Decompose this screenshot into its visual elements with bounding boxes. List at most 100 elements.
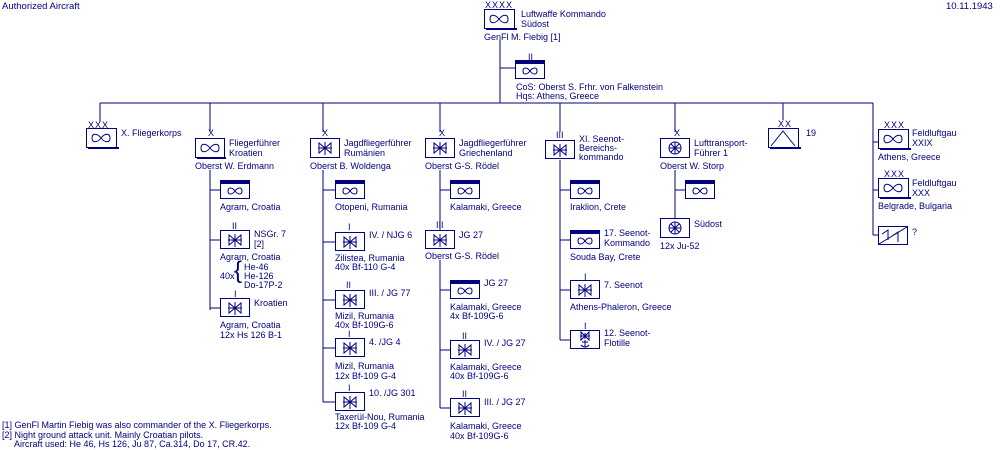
ffk-commander: Oberst W. Erdmann [195, 161, 275, 171]
ltf-commander: Oberst W. Storp [660, 161, 725, 171]
ffk-u2-size-mark: II [232, 221, 238, 231]
jfr-u2-aircraft: 40x Bf-110 G-4 [335, 262, 396, 272]
jfg-u3-aircraft: 4x Bf-109G-6 [450, 311, 504, 321]
jfr-u5-symbol [335, 392, 365, 411]
fg2-number: XXX [912, 188, 931, 198]
ffk-name: Fliegerführer [229, 138, 281, 148]
fg3-name: ? [912, 227, 918, 237]
seenot-u1-location: Iraklion, Crete [570, 202, 627, 212]
jfr-u4-aircraft: 12x Bf-109 G-4 [335, 371, 397, 381]
jfg-u3-location: Kalamaki, Greece [450, 302, 522, 312]
jfg-u1-symbol [450, 180, 480, 199]
jfg-u2-commander: Oberst G-S. Rödel [425, 251, 500, 261]
jfg-u2-size-mark: III [436, 220, 444, 230]
xfk-size-mark: XXX [88, 120, 110, 130]
ffk-u2-aircraft-2: He-126 [244, 271, 274, 281]
seenot-size-mark: III [556, 130, 564, 140]
ltf-unit-symbol [660, 138, 690, 158]
ffk-u2-brace: { [234, 257, 243, 284]
jfr-u3-aircraft: 40x Bf-109G-6 [335, 320, 394, 330]
footnote-1: [1] GenFl Martin Fiebig was also command… [2, 420, 272, 430]
jfr-name: Jagdfliegerführer [344, 138, 412, 148]
jfg-u3-name: JG 27 [484, 278, 509, 288]
jfr-u5-size-mark: I [348, 383, 351, 393]
jfg-u1-location: Kalamaki, Greece [450, 202, 522, 212]
fg2-size-mark: XXX [884, 169, 906, 179]
jfr-u2-size-mark: I [348, 222, 351, 232]
jfr-u4-size-mark: I [348, 329, 351, 339]
jfr-u3-size-mark: II [346, 280, 352, 290]
footnote-3: Aircraft used: He 46, Hs 126, Ju 87, Ca.… [14, 439, 251, 449]
ffk-u2-location: Agram, Croatia [220, 252, 281, 262]
jfr-u1-symbol [335, 180, 365, 199]
flak-size-mark: XX [778, 119, 793, 129]
jfg-u3-symbol [450, 280, 480, 299]
fg1-location: Athens, Greece [878, 152, 941, 162]
ffk-u3-symbol [220, 298, 250, 317]
jfr-size-mark: X [322, 128, 329, 138]
seenot-u4-name-2: Flotille [604, 338, 631, 348]
jfr-u2-name: IV. / NJG 6 [369, 230, 413, 240]
jfr-u2-symbol [335, 232, 365, 251]
jfr-u5-location: Taxerül-Nou, Rumania [335, 412, 425, 422]
jfg-u4-symbol [450, 340, 480, 359]
staff-hq: Hqs: Athens, Greece [516, 91, 600, 101]
jfg-size-mark: X [439, 128, 446, 138]
ffk-u3-name: Kroatien [254, 298, 288, 308]
seenot-name: XI. Seenot- [579, 134, 625, 144]
ffk-u1-location: Agram, Croatia [220, 202, 281, 212]
xfk-name: X. Fliegerkorps [121, 128, 182, 138]
jfg-u5-symbol [450, 398, 480, 417]
jfg-u5-location: Kalamaki, Greece [450, 421, 522, 431]
jfg-region: Griechenland [459, 148, 513, 158]
seenot-u3-symbol [570, 280, 600, 299]
jfr-unit-symbol [310, 138, 340, 158]
root-region: Südost [521, 19, 550, 29]
root-size-mark: XXXX [485, 0, 514, 10]
ffk-u2-aircraft-1: He-46 [244, 262, 269, 272]
jfg-u2-name: JG 27 [459, 230, 484, 240]
jfg-unit-symbol [425, 138, 455, 158]
seenot-u1-symbol [570, 180, 600, 199]
jfr-u1-location: Otopeni, Rumania [335, 202, 408, 212]
jfg-u2-symbol [425, 230, 455, 249]
ffk-u2-name: NSGr. 7 [254, 229, 287, 239]
jfr-u3-name: III. / JG 77 [369, 288, 411, 298]
fg1-number: XXIX [912, 138, 933, 148]
fg1-unit-symbol [878, 129, 911, 150]
jfr-u5-name: 10. /JG 301 [369, 388, 416, 398]
jfr-u4-symbol [335, 338, 365, 357]
fg1-size-mark: XXX [884, 120, 906, 130]
header-left-title: Authorized Aircraft [2, 1, 80, 12]
jfg-u4-location: Kalamaki, Greece [450, 362, 522, 372]
seenot-u3-name: 7. Seenot [604, 280, 643, 290]
ffk-u2-note: [2] [254, 239, 265, 249]
jfg-name: Jagdfliegerführer [459, 138, 527, 148]
fg2-name: Feldluftgau [912, 178, 957, 188]
ffk-unit-symbol [195, 138, 226, 159]
seenot-u2-name-2: Kommando [604, 238, 651, 248]
ffk-u1-symbol [220, 180, 250, 199]
jfr-u4-name: 4. /JG 4 [369, 337, 401, 347]
jfr-u3-symbol [335, 290, 365, 309]
jfg-commander: Oberst G-S. Rödel [425, 161, 500, 171]
seenot-u3-location: Athens-Phaleron, Greece [570, 302, 672, 312]
ltf-u2-name: Südost [694, 219, 723, 229]
jfr-region: Rumänien [344, 148, 386, 158]
staff-chief: CoS: Oberst S. Frhr. von Falkenstein [516, 82, 664, 92]
jfg-u4-name: IV. / JG 27 [484, 338, 526, 348]
fg1-name: Feldluftgau [912, 128, 957, 138]
ffk-u3-size-mark: I [234, 289, 237, 299]
seenot-u4-name: 12. Seenot- [604, 328, 651, 338]
staff-unit-symbol [515, 60, 545, 79]
flak-unit-symbol [768, 128, 801, 149]
jfg-u5-size-mark: II [462, 389, 468, 399]
jfr-u4-location: Mizil, Rumania [335, 361, 395, 371]
seenot-u2-symbol [570, 230, 600, 249]
ffk-u3-location: Agram, Croatia [220, 320, 281, 330]
seenot-name-3: kommando [579, 152, 624, 162]
ffk-u2-symbol [220, 230, 250, 249]
ltf-u2-aircraft: 12x Ju-52 [660, 241, 700, 251]
root-name: Luftwaffe Kommando [521, 9, 606, 19]
